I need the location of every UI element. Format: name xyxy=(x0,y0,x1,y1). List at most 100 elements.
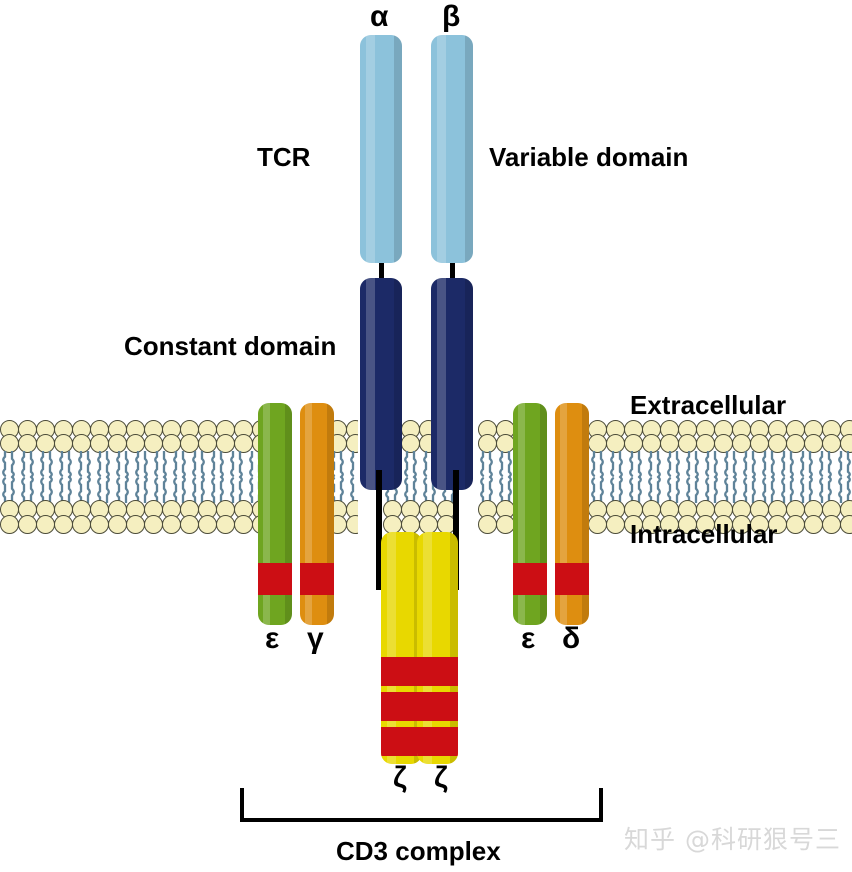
lipid-tail xyxy=(114,475,133,505)
tcr-alpha-constant-domain xyxy=(360,278,402,490)
lipid-tail xyxy=(646,449,665,479)
lipid-head xyxy=(346,515,358,534)
lipid-tail xyxy=(190,449,209,479)
lipid-tail xyxy=(38,475,57,505)
lipid-tail xyxy=(0,475,19,505)
cd3-epsilon-right-chain xyxy=(513,403,547,625)
lipid-head xyxy=(36,515,55,534)
lipid-tail xyxy=(133,449,152,479)
itam-band xyxy=(513,563,547,595)
lipid-bilayer-right xyxy=(570,420,852,535)
itam-band xyxy=(381,657,422,686)
lipid-tail xyxy=(798,449,817,479)
label-beta: β xyxy=(442,0,461,33)
cd3-gamma-chain xyxy=(300,403,334,625)
itam-band xyxy=(258,563,292,595)
lipid-tail xyxy=(209,449,228,479)
cd3-zeta-right-chain xyxy=(417,532,458,764)
itam-band xyxy=(417,727,458,756)
lipid-tail xyxy=(152,475,171,505)
lipid-tail xyxy=(608,449,627,479)
lipid-tail xyxy=(57,449,76,479)
lipid-tail xyxy=(665,475,684,505)
label-epsilon-right: ε xyxy=(521,622,536,655)
lipid-tail xyxy=(190,475,209,505)
label-extracellular: Extracellular xyxy=(630,390,787,420)
lipid-bilayer-left xyxy=(0,420,258,535)
cd3-zeta-left-chain xyxy=(381,532,422,764)
lipid-head xyxy=(606,515,625,534)
lipid-head xyxy=(0,515,19,534)
lipid-tail xyxy=(76,475,95,505)
lipid-tail-row xyxy=(478,449,518,479)
label-gamma: γ xyxy=(307,622,324,655)
lipid-head xyxy=(180,515,199,534)
itam-band xyxy=(417,657,458,686)
lipid-head xyxy=(72,515,91,534)
lipid-tail xyxy=(228,475,247,505)
lipid-tail xyxy=(589,475,608,505)
lipid-head-row xyxy=(0,515,258,534)
lipid-head xyxy=(90,515,109,534)
label-constant-domain: Constant domain xyxy=(124,331,337,361)
itam-band xyxy=(381,727,422,756)
cd3-delta-chain xyxy=(555,403,589,625)
label-epsilon-left: ε xyxy=(265,622,280,655)
lipid-head xyxy=(108,515,127,534)
cd3-complex-bracket xyxy=(240,788,603,822)
lipid-tail xyxy=(19,475,38,505)
lipid-tail xyxy=(348,477,358,505)
lipid-tail xyxy=(589,449,608,479)
lipid-head xyxy=(478,515,497,534)
lipid-tail-row xyxy=(0,475,258,505)
lipid-head xyxy=(162,515,181,534)
tcr-beta-variable-domain xyxy=(431,35,473,263)
label-tcr: TCR xyxy=(257,142,311,172)
lipid-head-row xyxy=(0,434,258,453)
tcr-beta-hinge xyxy=(450,250,455,295)
lipid-tail xyxy=(741,449,760,479)
lipid-tail xyxy=(152,449,171,479)
lipid-tail xyxy=(684,449,703,479)
lipid-tail xyxy=(779,449,798,479)
lipid-head xyxy=(822,515,841,534)
lipid-tail xyxy=(478,449,497,479)
label-alpha: α xyxy=(370,0,389,33)
lipid-tail xyxy=(627,475,646,505)
lipid-tail xyxy=(646,475,665,505)
lipid-head xyxy=(54,515,73,534)
lipid-head xyxy=(234,515,253,534)
lipid-head xyxy=(126,515,145,534)
lipid-tail xyxy=(817,475,836,505)
lipid-tail xyxy=(228,449,247,479)
lipid-tail xyxy=(817,449,836,479)
lipid-tail-row xyxy=(478,475,518,505)
lipid-head-row xyxy=(0,420,258,439)
lipid-tail xyxy=(171,475,190,505)
lipid-tail xyxy=(497,475,516,505)
lipid-tail xyxy=(741,475,760,505)
lipid-tail xyxy=(836,449,852,479)
lipid-tail xyxy=(0,449,19,479)
lipid-tail xyxy=(133,475,152,505)
lipid-tail xyxy=(171,449,190,479)
lipid-tail xyxy=(760,449,779,479)
itam-band xyxy=(381,692,422,721)
lipid-head xyxy=(840,515,852,534)
lipid-tail xyxy=(836,475,852,505)
lipid-tail xyxy=(478,475,497,505)
lipid-tail xyxy=(247,476,258,505)
lipid-head xyxy=(804,515,823,534)
lipid-bilayer-center-right xyxy=(478,420,518,535)
label-zeta-right: ζ xyxy=(434,761,448,794)
lipid-tail xyxy=(722,475,741,505)
lipid-tail xyxy=(402,475,421,505)
lipid-tail-row xyxy=(570,475,852,505)
lipid-head xyxy=(840,434,852,453)
lipid-head xyxy=(588,515,607,534)
itam-band xyxy=(417,692,458,721)
label-cd3-complex: CD3 complex xyxy=(336,836,501,866)
lipid-tail-row xyxy=(570,449,852,479)
lipid-tail xyxy=(760,475,779,505)
tcr-beta-constant-domain xyxy=(431,278,473,490)
